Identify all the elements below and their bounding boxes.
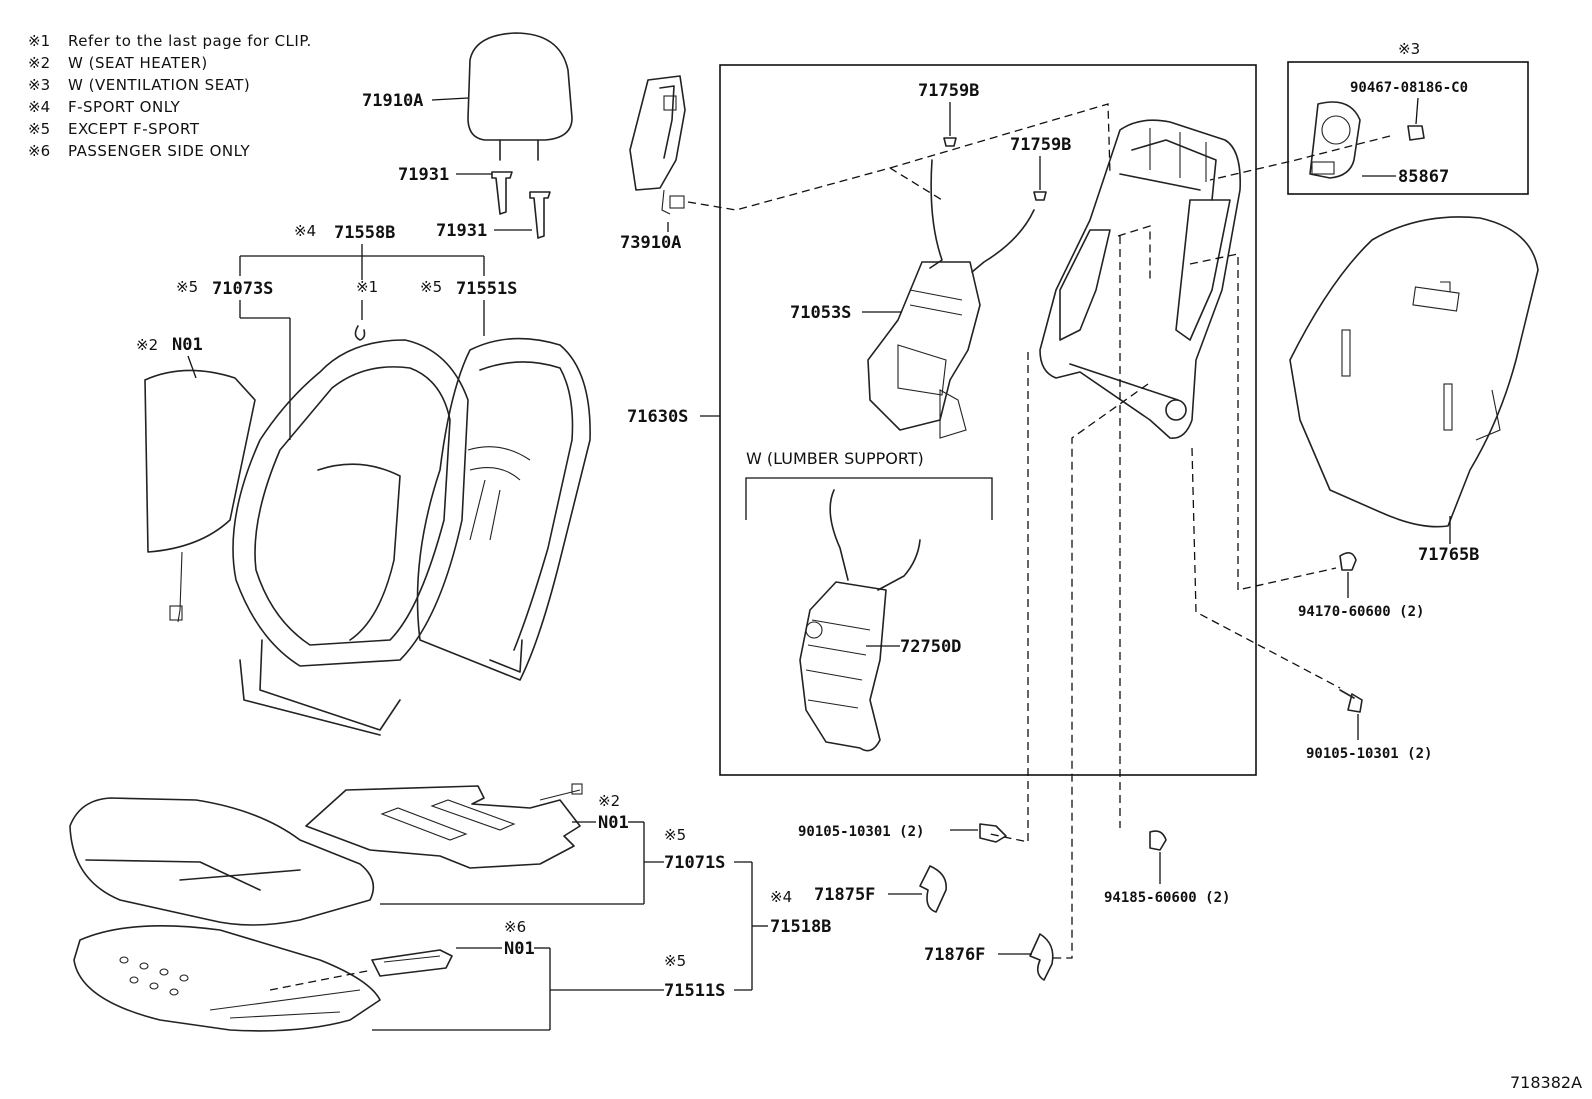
note-4-mark: ※4 [28, 98, 50, 116]
mark-5-b: ※5 [420, 278, 442, 296]
label-71551S: 71551S [456, 279, 517, 299]
mark-2-back: ※2 [136, 336, 158, 354]
label-94185-60600: 94185-60600 (2) [1104, 890, 1230, 906]
back-cover-alt-drawing [416, 337, 591, 681]
diagram-reference: 718382A [1510, 1073, 1582, 1092]
label-73910A: 73910A [620, 233, 681, 253]
notes-legend: ※1 Refer to the last page for CLIP. ※2 W… [28, 32, 312, 160]
mark-5-cushion: ※5 [664, 826, 686, 844]
note-2-mark: ※2 [28, 54, 50, 72]
note-1-text: Refer to the last page for CLIP. [68, 32, 312, 50]
label-N01-cushion: N01 [598, 813, 629, 833]
note-5-text: EXCEPT F-SPORT [68, 120, 200, 138]
label-71053S: 71053S [790, 303, 851, 323]
label-71910A: 71910A [362, 91, 423, 111]
clip-mark: ※1 [356, 278, 378, 296]
headrest-support-drawing [491, 171, 551, 239]
side-airbag-drawing [629, 75, 686, 215]
note-4-text: F-SPORT ONLY [68, 98, 181, 116]
label-94170-60600: 94170-60600 (2) [1298, 604, 1424, 620]
mark-4-cushion: ※4 [770, 888, 792, 906]
label-71558B: 71558B [334, 223, 395, 243]
label-71765B: 71765B [1418, 545, 1479, 565]
lumbar-title: W (LUMBER SUPPORT) [746, 449, 924, 468]
mark-6-cushion: ※6 [504, 918, 526, 936]
back-pad-drawing [1289, 216, 1539, 528]
label-71759B-a: 71759B [918, 81, 979, 101]
seat-back-frame-drawing [1039, 119, 1242, 439]
label-71931-a: 71931 [398, 165, 449, 185]
cushion-heater-2-drawing [371, 949, 453, 977]
label-71630S: 71630S [627, 407, 688, 427]
note-6-mark: ※6 [28, 142, 50, 160]
cushion-heater-drawing [305, 783, 583, 869]
ventilation-box [1287, 61, 1529, 195]
back-spring-drawing [867, 159, 1035, 439]
note-3-text: W (VENTILATION SEAT) [68, 76, 250, 94]
shield-71876F-drawing [1029, 933, 1054, 981]
label-90105-10301-frame: 90105-10301 (2) [798, 824, 924, 840]
note-6-text: PASSENGER SIDE ONLY [68, 142, 251, 160]
label-N01-cushion-2: N01 [504, 939, 535, 959]
cushion-cover-drawing [69, 797, 375, 926]
shield-71875F-drawing [919, 865, 947, 913]
back-heater-drawing [144, 369, 256, 623]
note-2-text: W (SEAT HEATER) [68, 54, 208, 72]
label-90467-08186-C0: 90467-08186-C0 [1350, 80, 1468, 96]
label-71073S: 71073S [212, 279, 273, 299]
label-71875F: 71875F [814, 885, 875, 905]
label-71931-b: 71931 [436, 221, 487, 241]
label-71511S: 71511S [664, 981, 725, 1001]
note-5-mark: ※5 [28, 120, 50, 138]
mark-2-cushion: ※2 [598, 792, 620, 810]
lumbar-support-drawing [799, 489, 921, 752]
label-90105-10301-right: 90105-10301 (2) [1306, 746, 1432, 762]
label-72750D: 72750D [900, 637, 961, 657]
label-71876F: 71876F [924, 945, 985, 965]
note-1-mark: ※1 [28, 32, 50, 50]
headrest-drawing [467, 32, 573, 161]
mark-5-cushion-2: ※5 [664, 952, 686, 970]
label-85867: 85867 [1398, 167, 1449, 187]
label-71071S: 71071S [664, 853, 725, 873]
ventilation-fan-drawing [1309, 101, 1361, 179]
cushion-pad-drawing [73, 924, 381, 1032]
mark-4-top: ※4 [294, 222, 316, 240]
mark-3-box: ※3 [1398, 40, 1420, 58]
label-N01-back: N01 [172, 335, 203, 355]
back-frame-box [719, 64, 1257, 776]
back-cover-drawing [232, 339, 469, 736]
label-71759B-b: 71759B [1010, 135, 1071, 155]
mark-5-a: ※5 [176, 278, 198, 296]
note-3-mark: ※3 [28, 76, 50, 94]
label-71518B: 71518B [770, 917, 831, 937]
